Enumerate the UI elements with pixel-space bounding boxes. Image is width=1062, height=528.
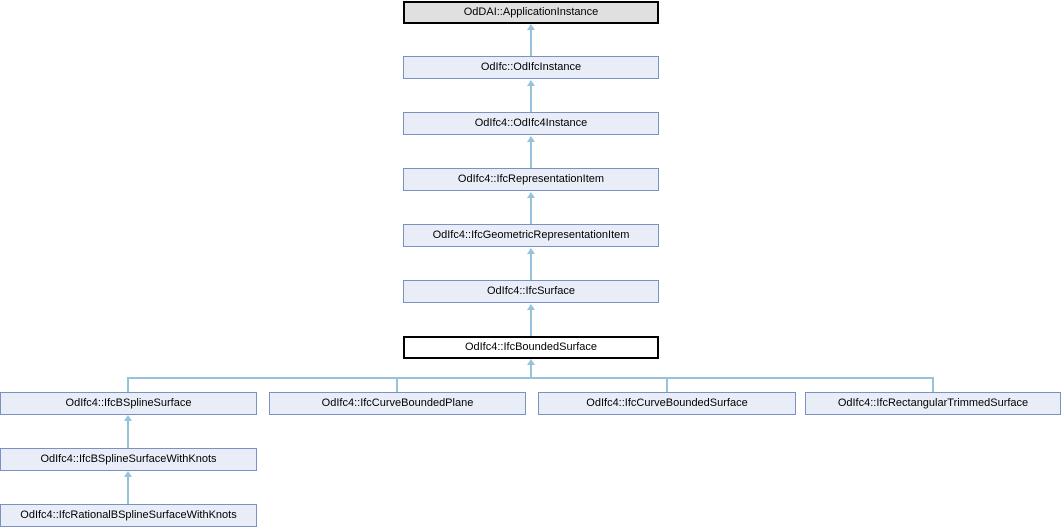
edge-line — [530, 197, 532, 224]
inheritance-arrow-icon — [124, 415, 132, 421]
class-node-oddai-applicationinstance: OdDAI::ApplicationInstance — [403, 1, 659, 24]
inheritance-arrow-icon — [527, 136, 535, 142]
class-node-odifc4-ifcsurface[interactable]: OdIfc4::IfcSurface — [403, 280, 659, 303]
edge-line — [127, 476, 129, 504]
inheritance-arrow-icon — [527, 359, 535, 365]
class-node-odifc4-ifcgeometricrepresentationitem[interactable]: OdIfc4::IfcGeometricRepresentationItem — [403, 224, 659, 247]
class-node-odifc4-ifcrepresentationitem[interactable]: OdIfc4::IfcRepresentationItem — [403, 168, 659, 191]
edge-line — [530, 141, 532, 168]
inheritance-arrow-icon — [527, 192, 535, 198]
edge-line — [932, 377, 934, 392]
edge-line — [530, 309, 532, 336]
class-node-odifc4-ifccurveboundedsurface[interactable]: OdIfc4::IfcCurveBoundedSurface — [538, 392, 796, 415]
edge-line — [396, 377, 398, 392]
inheritance-arrow-icon — [527, 304, 535, 310]
edge-line — [530, 85, 532, 112]
class-node-odifc4-ifcrectangulartrimmedsurface[interactable]: OdIfc4::IfcRectangularTrimmedSurface — [805, 392, 1061, 415]
class-node-odifc4-ifcboundedsurface: OdIfc4::IfcBoundedSurface — [403, 336, 659, 359]
edge-branch-line — [127, 377, 934, 379]
edge-line — [530, 253, 532, 280]
inheritance-arrow-icon — [527, 80, 535, 86]
class-node-odifc4-odifc4instance[interactable]: OdIfc4::OdIfc4Instance — [403, 112, 659, 135]
class-node-odifc4-ifcbsplinesurface[interactable]: OdIfc4::IfcBSplineSurface — [0, 392, 257, 415]
edge-line — [127, 377, 129, 392]
class-node-odifc-odifcinstance[interactable]: OdIfc::OdIfcInstance — [403, 56, 659, 79]
edge-line — [530, 29, 532, 56]
class-node-odifc4-ifccurveboundedplane[interactable]: OdIfc4::IfcCurveBoundedPlane — [269, 392, 526, 415]
inheritance-arrow-icon — [527, 24, 535, 30]
class-node-odifc4-ifcbsplinesurfacewithknots[interactable]: OdIfc4::IfcBSplineSurfaceWithKnots — [0, 448, 257, 471]
inheritance-arrow-icon — [124, 471, 132, 477]
edge-line — [666, 377, 668, 392]
inheritance-arrow-icon — [527, 248, 535, 254]
edge-line — [127, 420, 129, 448]
class-node-odifc4-ifcrationalbsplinesurfacewithknots[interactable]: OdIfc4::IfcRationalBSplineSurfaceWithKno… — [0, 504, 257, 527]
edge-line — [530, 364, 532, 377]
